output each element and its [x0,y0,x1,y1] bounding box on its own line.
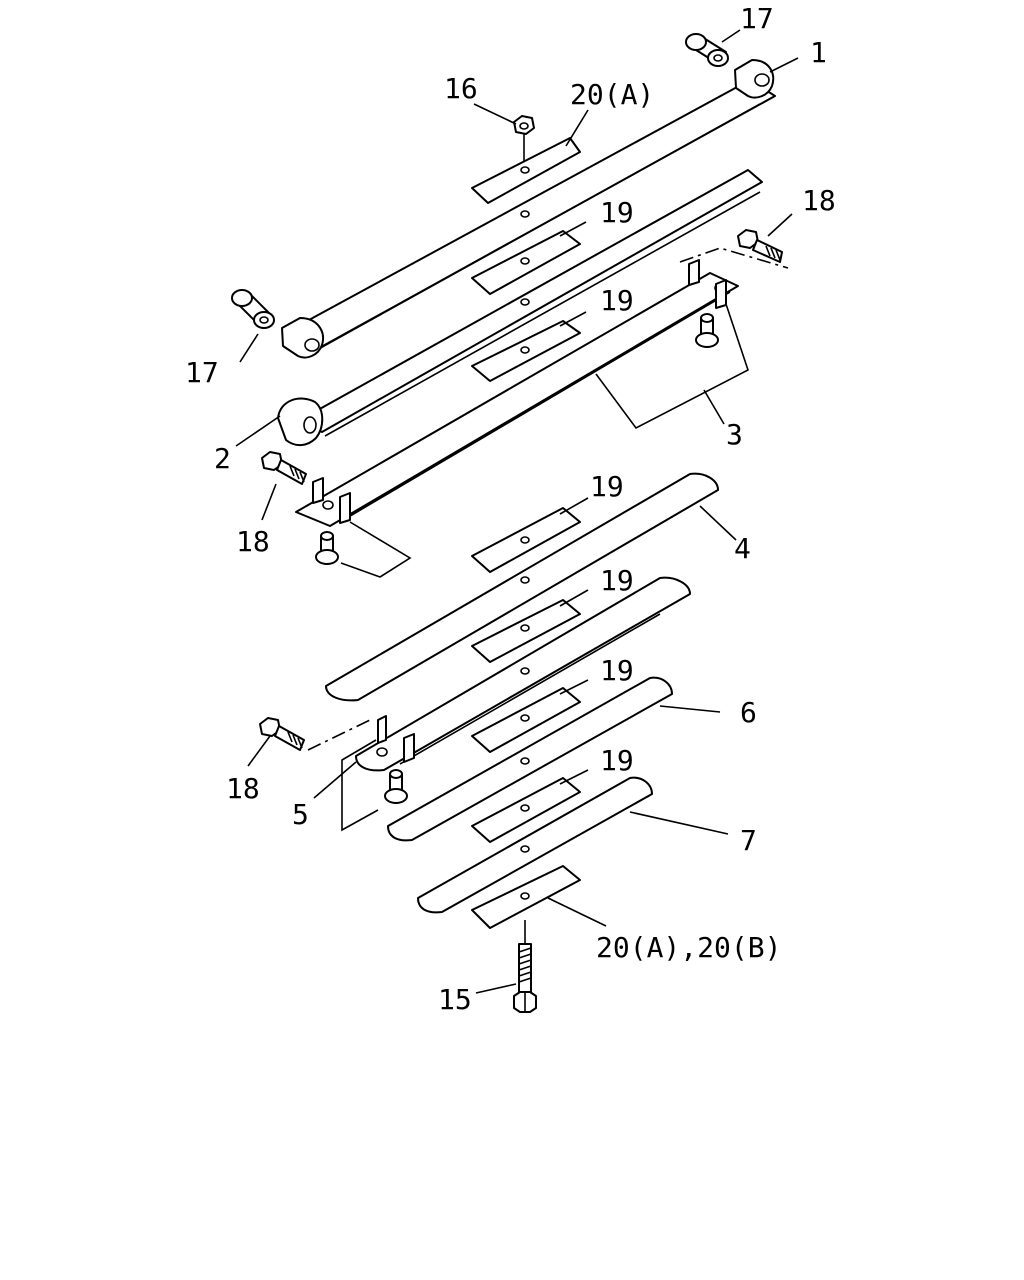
label-17-front: 17 [185,356,219,389]
rivet-rear [695,313,719,348]
nut-16 [513,115,535,166]
leader-3-bracket-rear [595,303,749,430]
label-19-5: 19 [600,654,634,687]
label-4: 4 [734,532,751,565]
leaf-6 [387,676,673,842]
label-19-2: 19 [600,284,634,317]
plate-19-4 [471,599,581,663]
label-1: 1 [810,36,827,69]
bolt-hole [520,210,530,218]
rivet-front [315,531,339,565]
label-19-1: 19 [600,196,634,229]
label-6: 6 [740,696,757,729]
bolt-hole [520,298,530,306]
center-line-lower [307,719,371,751]
label-20a-top: 20(A) [570,78,654,111]
label-5: 5 [292,798,309,831]
leaf-4 [325,472,719,702]
plate-19-5 [471,687,581,753]
leaf-5 [355,576,691,772]
label-17-rear: 17 [740,2,774,35]
bolt-18-middle-left [261,451,307,485]
bushing-17-rear [685,33,729,67]
bolt-18-lower-left [259,717,305,751]
leaf-3 [295,259,739,527]
plate-19-3 [471,507,581,573]
leaf-1 [281,59,776,359]
label-19-4: 19 [600,564,634,597]
plate-19-2 [471,320,581,382]
bushing-17-front [231,289,275,329]
leaf-7 [417,776,653,914]
label-18-middle: 18 [236,525,270,558]
leader-5-bracket [341,739,379,832]
plate-20-bottom [471,865,581,929]
label-16: 16 [444,72,478,105]
center-line-upper [679,247,789,269]
label-3: 3 [726,418,743,451]
plate-20a-top [471,137,581,204]
leaf-2 [277,169,763,446]
center-bolt-15 [513,920,537,1013]
bolt-18-upper-right [737,229,783,263]
label-15: 15 [438,983,472,1016]
plate-19-1 [471,230,581,295]
label-19-3: 19 [590,470,624,503]
rivet-leaf-5 [384,769,408,804]
label-19-6: 19 [600,744,634,777]
leader-lines [235,29,799,994]
label-18-lower: 18 [226,772,260,805]
label-7: 7 [740,824,757,857]
plate-19-6 [471,777,581,843]
label-20ab: 20(A),20(B) [596,931,781,964]
label-18-upper: 18 [802,184,836,217]
label-2: 2 [214,442,231,475]
leader-3-bracket [340,521,412,578]
